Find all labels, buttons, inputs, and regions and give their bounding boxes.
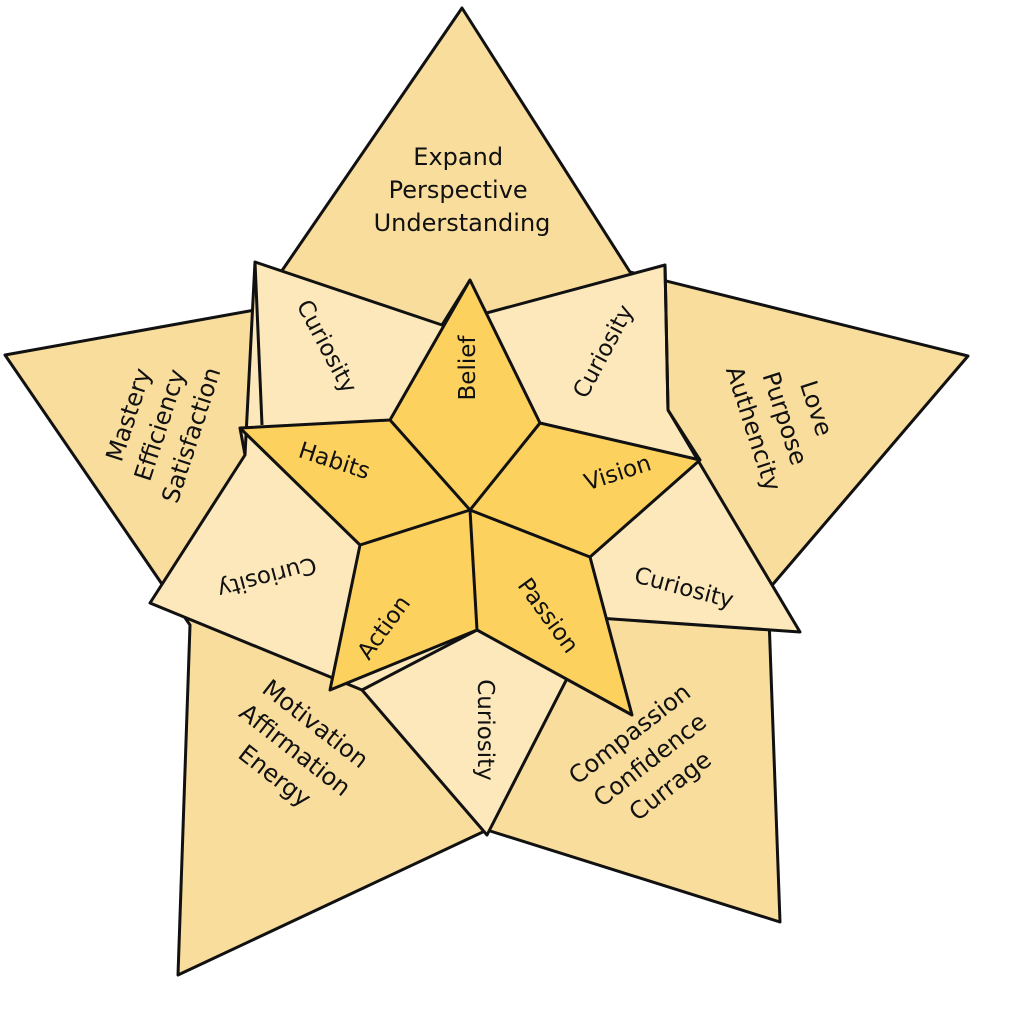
inner-dividers <box>359 419 591 631</box>
middle-label-bottom: Curiosity <box>472 679 498 781</box>
inner-label-belief: Belief <box>455 335 481 401</box>
outer-label-top: Expand Perspective Understanding <box>374 143 551 237</box>
